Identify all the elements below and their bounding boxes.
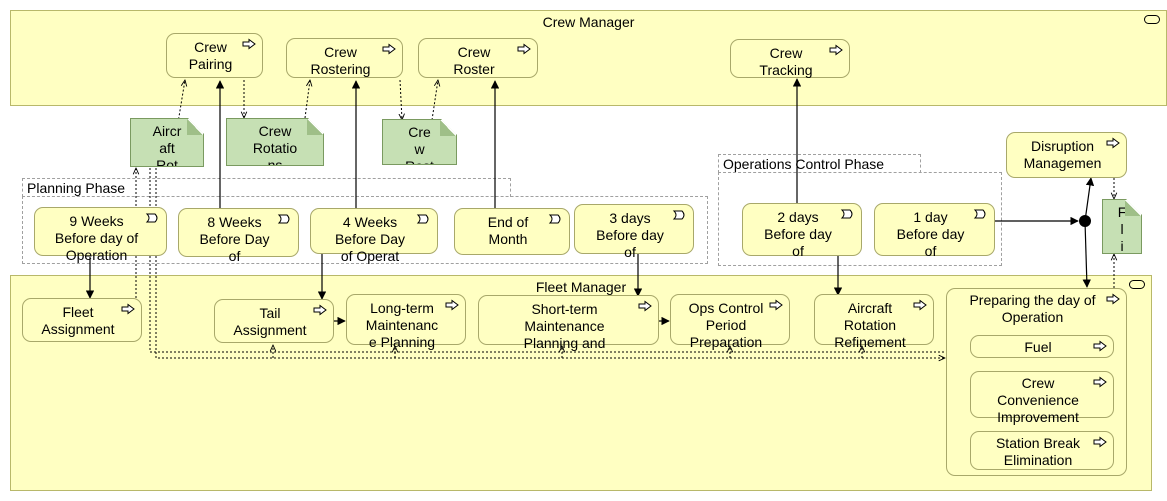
function-group-icon	[1129, 280, 1145, 289]
crew-roster-function[interactable]: Crew Roster	[418, 38, 538, 78]
planning-phase-box	[22, 196, 708, 264]
event-two-days-label: 2 days Before day of	[764, 209, 832, 259]
long-term-maintenance-label: Long-term Maintenanc e Planning	[365, 300, 439, 350]
crew-manager-title: Crew Manager	[542, 14, 635, 30]
function-arrow-icon	[1106, 293, 1120, 305]
event-eight-weeks-label: 8 Weeks Before Day of	[199, 214, 270, 264]
access-crew-rotation-rostering	[304, 80, 310, 119]
function-arrow-icon	[242, 38, 256, 50]
operations-control-phase-box	[718, 172, 1002, 266]
event-two-days[interactable]: 2 days Before day of	[742, 203, 862, 259]
disruption-management-function[interactable]: Disruption Managemen	[1006, 132, 1127, 178]
junction-to-disruption	[1084, 177, 1095, 222]
aircraft-rotation-refinement-function[interactable]: Aircraft Rotation Refinement	[814, 294, 934, 350]
junction-to-preparing-day	[1082, 220, 1091, 288]
access-aircraft-rot-bus	[155, 168, 945, 358]
event-three-days-label: 3 days Before day of	[596, 210, 664, 260]
access-rostering-crew-roster-doc	[400, 79, 402, 120]
event-one-day-label: 1 day Before day of	[896, 209, 965, 259]
crew-convenience-label: Crew Convenience Improvement	[997, 375, 1079, 425]
event-icon	[416, 214, 429, 224]
event-icon	[548, 214, 561, 224]
short-term-maintenance-label: Short-term Maintenance Planning and	[523, 301, 606, 351]
function-arrow-icon	[517, 43, 531, 55]
crew-rostering-function[interactable]: Crew Rostering	[286, 38, 403, 78]
fleet-assignment-label: Fleet Assignment	[41, 304, 115, 337]
function-arrow-icon	[1093, 340, 1107, 352]
event-end-of-month-label: End of Month	[487, 214, 529, 247]
crew-roster-artifact-label: Cre w Rost	[408, 124, 431, 157]
fuel-function[interactable]: Fuel	[970, 335, 1114, 358]
crew-tracking-label: Crew Tracking	[759, 45, 813, 78]
function-arrow-icon	[313, 304, 327, 316]
event-icon	[973, 209, 986, 219]
aircraft-rotation-artifact-label: Aircr aft Rot	[152, 123, 182, 167]
tail-assignment-function[interactable]: Tail Assignment	[214, 299, 334, 343]
function-arrow-icon	[1093, 376, 1107, 388]
crew-rostering-label: Crew Rostering	[310, 44, 371, 77]
long-term-maintenance-function[interactable]: Long-term Maintenanc e Planning	[346, 294, 466, 350]
event-four-weeks[interactable]: 4 Weeks Before Day of Operat	[310, 208, 438, 264]
planning-phase-label: Planning Phase	[22, 178, 511, 197]
event-nine-weeks[interactable]: 9 Weeks Before day of Operation	[34, 207, 167, 263]
crew-tracking-function[interactable]: Crew Tracking	[730, 39, 850, 78]
disruption-management-label: Disruption Managemen	[1023, 138, 1102, 171]
function-arrow-icon	[445, 299, 459, 311]
fleet-assignment-function[interactable]: Fleet Assignment	[22, 298, 142, 342]
event-icon	[672, 210, 685, 220]
event-icon	[840, 209, 853, 219]
ops-control-preparation-function[interactable]: Ops Control Period Preparation	[670, 294, 790, 350]
event-eight-weeks[interactable]: 8 Weeks Before Day of	[178, 208, 299, 264]
ops-control-preparation-label: Ops Control Period Preparation	[688, 300, 764, 350]
function-group-icon	[1144, 15, 1160, 24]
event-nine-weeks-label: 9 Weeks Before day of Operation	[54, 213, 139, 263]
short-term-maintenance-function[interactable]: Short-term Maintenance Planning and	[478, 295, 659, 351]
crew-pairing-label: Crew Pairing	[188, 39, 233, 72]
crew-rotations-artifact[interactable]: Crew Rotatio ns	[226, 118, 324, 166]
function-arrow-icon	[382, 43, 396, 55]
station-break-elimination-function[interactable]: Station Break Elimination	[970, 431, 1114, 470]
function-arrow-icon	[769, 299, 783, 311]
function-arrow-icon	[1093, 436, 1107, 448]
tail-assignment-label: Tail Assignment	[233, 305, 307, 338]
function-arrow-icon	[638, 300, 652, 312]
preparing-day-of-operation-label: Preparing the day of Operation	[969, 292, 1096, 325]
crew-rotations-artifact-label: Crew Rotatio ns	[252, 123, 298, 166]
event-four-weeks-label: 4 Weeks Before Day of Operat	[334, 214, 406, 264]
crew-pairing-function[interactable]: Crew Pairing	[166, 33, 263, 78]
aircraft-rotation-refinement-label: Aircraft Rotation Refinement	[834, 300, 906, 350]
crew-roster-label: Crew Roster	[453, 44, 495, 77]
event-icon	[277, 214, 290, 224]
function-arrow-icon	[829, 44, 843, 56]
access-roster-doc-crew-roster	[431, 80, 438, 121]
event-three-days[interactable]: 3 days Before day of	[574, 204, 694, 260]
station-break-elimination-label: Station Break Elimination	[995, 435, 1081, 468]
junction-dot	[1079, 215, 1091, 227]
fuel-label: Fuel	[1024, 339, 1052, 355]
aircraft-rotation-artifact[interactable]: Aircr aft Rot	[130, 118, 204, 167]
fleet-manager-title: Fleet Manager	[535, 279, 627, 295]
crew-roster-artifact[interactable]: Cre w Rost	[382, 119, 457, 165]
event-end-of-month[interactable]: End of Month	[454, 208, 570, 255]
function-arrow-icon	[1106, 137, 1120, 149]
event-one-day[interactable]: 1 day Before day of	[874, 203, 995, 259]
event-icon	[145, 213, 158, 223]
crew-convenience-function[interactable]: Crew Convenience Improvement	[970, 371, 1114, 425]
flight-artifact-label: F l i	[1117, 204, 1127, 254]
function-arrow-icon	[913, 299, 927, 311]
function-arrow-icon	[121, 303, 135, 315]
operations-control-phase-label: Operations Control Phase	[718, 154, 921, 173]
